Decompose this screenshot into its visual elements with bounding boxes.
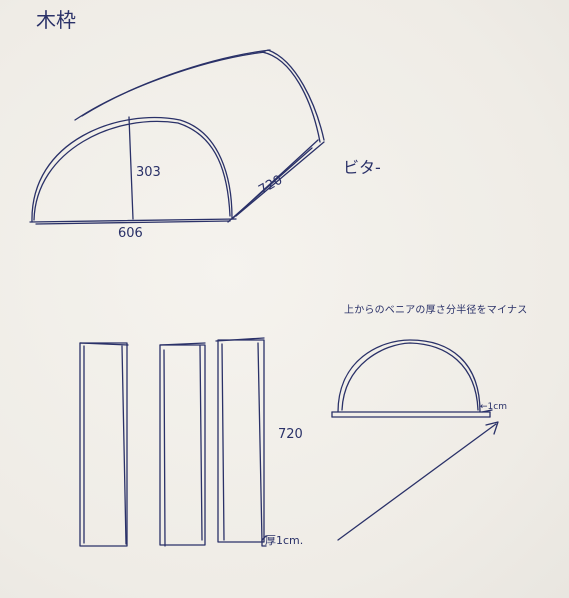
strip-3 xyxy=(217,339,265,543)
height-line xyxy=(128,116,134,220)
top-edge xyxy=(74,51,266,121)
front-arch xyxy=(31,116,233,223)
strip-2 xyxy=(159,344,206,546)
thickness-bracket xyxy=(261,535,267,547)
back-arch xyxy=(261,51,321,143)
strip-2-retrace xyxy=(159,342,206,547)
front-base xyxy=(29,218,237,223)
top-edge-retrace xyxy=(81,49,271,117)
diagonal-arrowhead xyxy=(485,421,499,435)
strip-1-retrace xyxy=(79,342,129,545)
width-dimension: 606 xyxy=(118,226,143,241)
strip-1 xyxy=(79,342,128,547)
dome-arch xyxy=(337,339,481,413)
front-base-retrace xyxy=(35,220,231,225)
side-note: ビタ- xyxy=(343,158,381,177)
bottom-depth-edge-retrace2 xyxy=(227,147,313,223)
title-label: 木枠 xyxy=(36,8,76,32)
front-arch-retrace xyxy=(33,120,231,221)
veneer-tick-arrow xyxy=(481,409,493,413)
diagonal-arrow xyxy=(337,423,497,541)
back-arch-retrace xyxy=(267,49,325,141)
thickness-label: 厚1cm. xyxy=(265,534,304,547)
piece-length-label: 720 xyxy=(278,427,303,442)
bottom-depth-edge-retrace xyxy=(235,141,325,217)
veneer-thickness-label: ←1cm xyxy=(480,402,507,412)
dome-arch-retrace xyxy=(341,342,479,411)
strip-3-retrace xyxy=(215,337,265,543)
instruction-text: 上からのベニアの厚さ分半径をマイナス xyxy=(344,305,528,316)
height-dimension: 303 xyxy=(136,165,161,180)
